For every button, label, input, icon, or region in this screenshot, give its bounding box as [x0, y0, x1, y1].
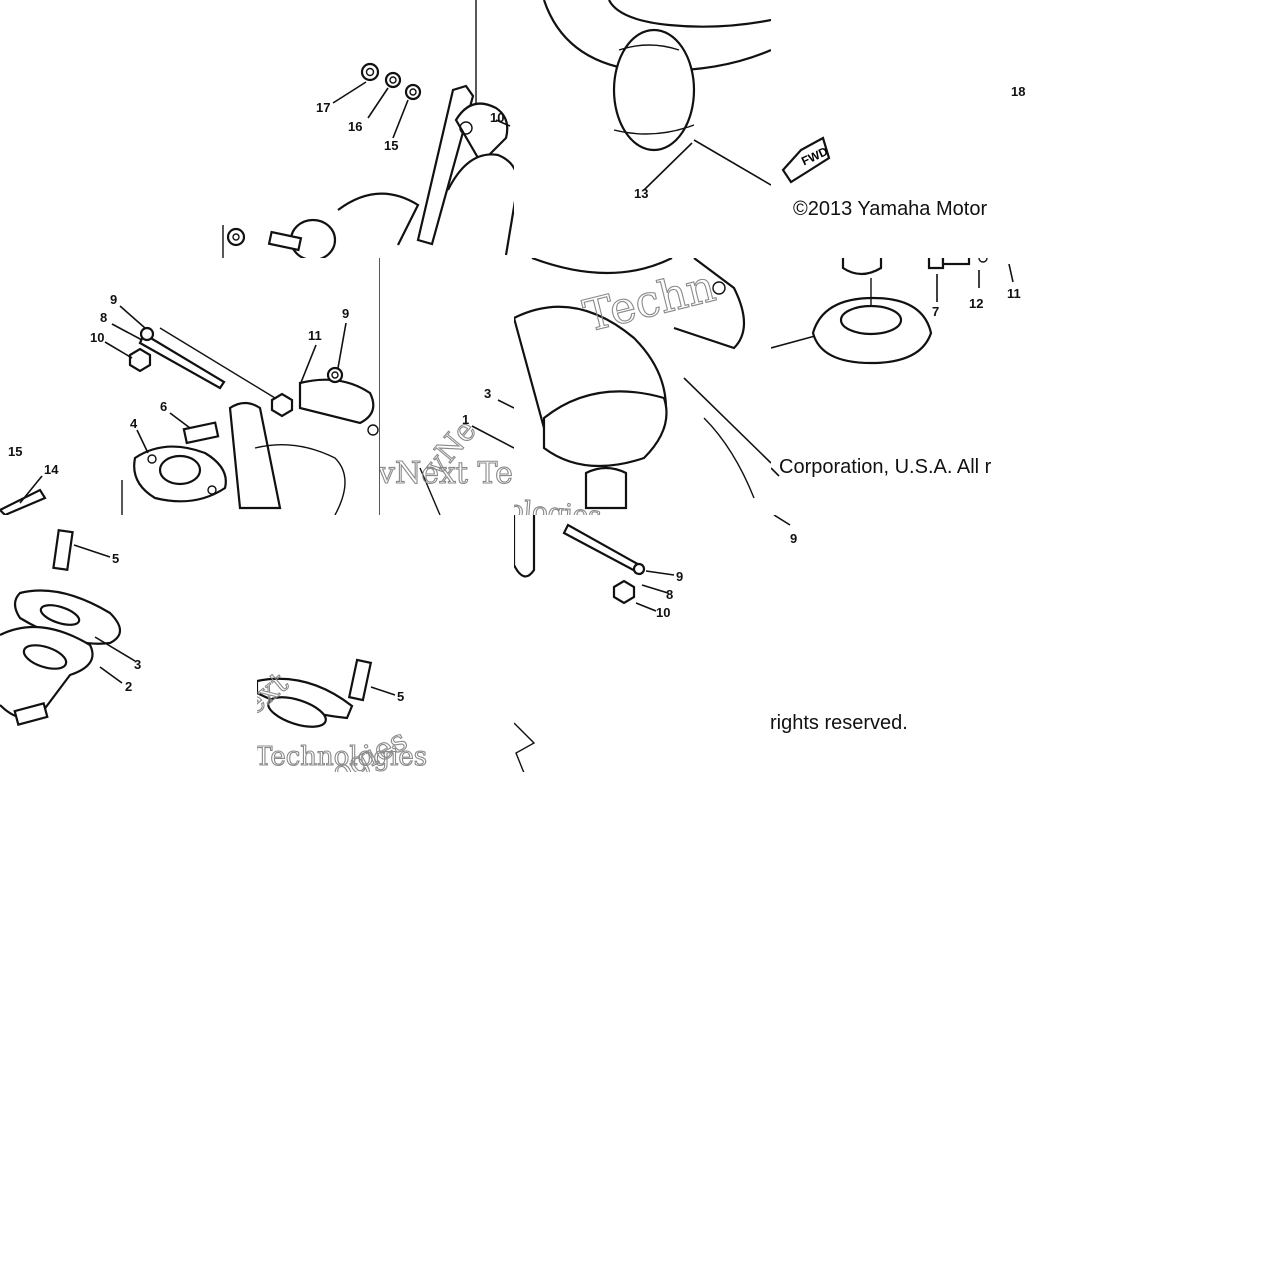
copyright-line-1: ©2013 Yamaha Motor	[793, 198, 988, 220]
callout-8: 8	[100, 310, 107, 325]
diagram-tile-upper-bracket: 17 16 15 10	[218, 0, 514, 258]
callout-6: 6	[160, 399, 167, 414]
diagram-tile-fwd: FWD 18 ©2013 Yamaha Motor	[771, 0, 1028, 258]
copyright-line-3: rights reserved.	[770, 712, 908, 734]
callout-12: 12	[969, 296, 983, 311]
callout-14: 14	[44, 462, 59, 477]
diagram-tile-rubber-mount: 7 12 11 Corporation, U.S.A. All r	[771, 258, 1028, 515]
callout-3: 3	[484, 386, 491, 401]
callout-9a: 9	[110, 292, 117, 307]
watermark-text-6: Technologies	[257, 742, 427, 772]
callout-9-right: 9	[790, 531, 797, 546]
callout-11: 11	[1007, 286, 1021, 301]
callout-3: 3	[134, 657, 141, 672]
diagram-tile-muffler-pipe: 13	[514, 0, 771, 258]
diagram-tile-muffler-body: Techn ologies	[514, 258, 771, 515]
callout-10: 10	[656, 605, 670, 620]
watermark-text-4: ologies	[514, 495, 602, 515]
callout-10: 10	[90, 330, 104, 345]
callout-9: 9	[676, 569, 683, 584]
callout-18: 18	[1011, 84, 1025, 99]
callout-15: 15	[384, 138, 398, 153]
callout-5-middle: 5	[397, 689, 404, 704]
diagram-tile-flange-middle: 5 ext Technologies ogies	[257, 657, 447, 772]
callout-5: 5	[112, 551, 119, 566]
callout-16: 16	[348, 119, 362, 134]
diagram-tile-watermark-middle: 3 1 vNext Te vNe	[380, 258, 514, 515]
callout-13: 13	[634, 186, 648, 201]
callout-2: 2	[125, 679, 132, 694]
callout-15: 15	[8, 444, 22, 459]
callout-8: 8	[666, 587, 673, 602]
callout-4: 4	[130, 416, 138, 431]
callout-17: 17	[316, 100, 330, 115]
diagram-tile-copyright-end: 9 rights reserved.	[690, 515, 1028, 772]
diagram-tile-flange-left: 5 3 2	[0, 515, 257, 772]
callout-11: 11	[308, 328, 322, 343]
callout-1: 1	[462, 412, 469, 427]
diagram-tile-gasket-studs: 9 8 10 11 9 6 4 15 14	[0, 258, 380, 515]
callout-10: 10	[490, 110, 504, 125]
callout-7: 7	[932, 304, 939, 319]
callout-9b: 9	[342, 306, 349, 321]
watermark-text-2: vNext Te	[380, 456, 513, 491]
copyright-line-2: Corporation, U.S.A. All r	[779, 456, 992, 478]
